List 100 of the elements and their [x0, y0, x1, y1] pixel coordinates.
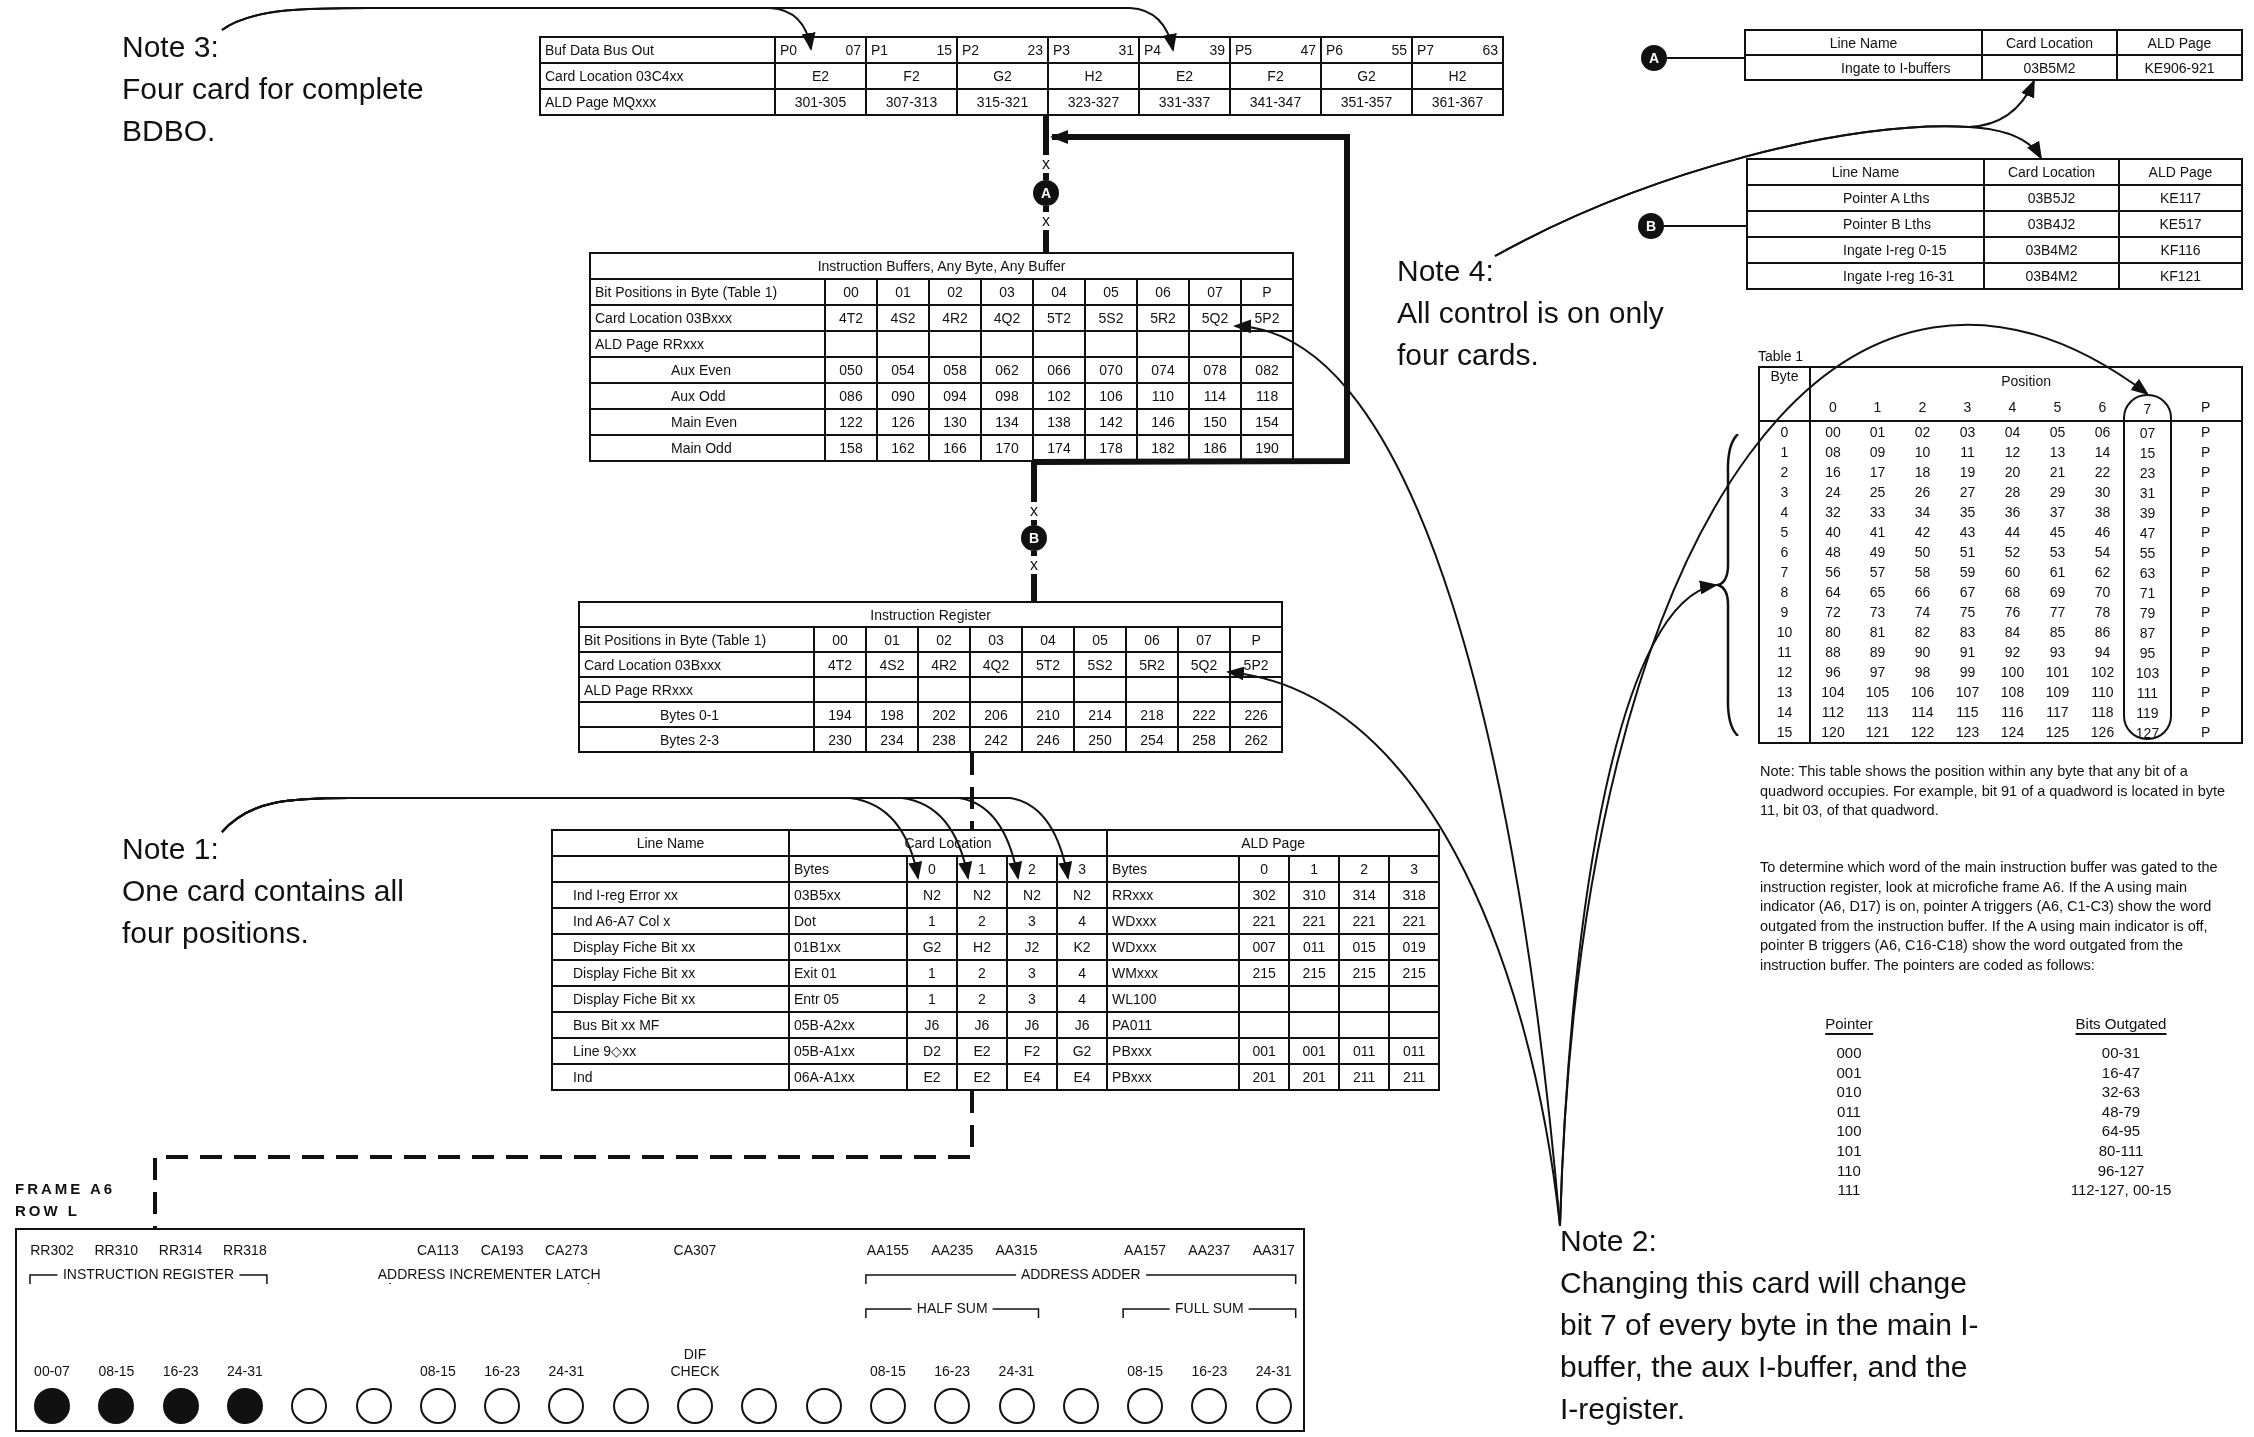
table-cell: J6: [1007, 1012, 1057, 1038]
table-cell: 242: [970, 727, 1022, 752]
table-entry: 103: [2135, 665, 2160, 681]
table-cell: 142: [1085, 409, 1137, 435]
table-cell: P: [1230, 627, 1283, 652]
table-entry: 25: [1868, 483, 1887, 502]
table-cell: 5T2: [1022, 652, 1074, 677]
table-cell: Aux Even: [590, 357, 825, 383]
lamp-label: 08-15: [418, 1363, 457, 1380]
table-cell: 314: [1339, 882, 1390, 908]
table-entry: 115: [1955, 703, 1980, 722]
cross-mark: x: [1028, 502, 1040, 520]
table-entry: 108: [1999, 683, 2026, 702]
table-cell: 05: [1074, 627, 1126, 652]
table-entry: 82: [1913, 623, 1932, 642]
table-entry: 27: [1958, 483, 1977, 502]
table-cell: 226: [1230, 702, 1283, 727]
table-cell: 02: [929, 279, 981, 305]
table-entry: 104: [1810, 682, 1855, 702]
table-entry: 52: [2003, 543, 2022, 562]
table-entry: 34: [1913, 503, 1932, 522]
line-code: AA235: [931, 1242, 974, 1259]
line-code: AA157: [1124, 1242, 1167, 1259]
table-cell: 07: [1189, 279, 1241, 305]
table-cell: 011: [1339, 1038, 1390, 1064]
table-cell: Bit Positions in Byte (Table 1): [579, 627, 814, 652]
table-entry: 85: [2048, 623, 2067, 642]
table-cell: 06: [1126, 627, 1178, 652]
table-cell: 2: [1007, 856, 1057, 882]
table-entry: P: [2170, 662, 2243, 682]
table-cell: N2: [957, 882, 1007, 908]
table-cell: 211: [1389, 1064, 1440, 1090]
table-cell: 2: [1339, 856, 1390, 882]
table-cell: WDxxx: [1107, 908, 1240, 934]
table-entry: 2: [1900, 394, 1945, 421]
table-entry: 9: [1759, 602, 1810, 622]
cross-mark: x: [1040, 212, 1052, 230]
note-text: All control is on only four cards.: [1397, 295, 1665, 373]
table-entry: Position: [1810, 367, 2243, 394]
table-cell: 1: [1289, 856, 1340, 882]
table-entry: 124: [1990, 722, 2035, 743]
bit-number: 63: [1482, 42, 1498, 58]
table-cell: KE517: [2119, 211, 2242, 237]
table-cell: 05B-A2xx: [789, 1012, 907, 1038]
table-cell: Display Fiche Bit xx: [552, 986, 789, 1012]
table-entry: 13: [2048, 443, 2067, 462]
table-entry: P: [2170, 482, 2243, 502]
table-cell: KE117: [2119, 185, 2242, 211]
table-entry: 36: [2003, 503, 2022, 522]
table-entry: 15: [2139, 445, 2156, 461]
table-entry: 46: [2093, 523, 2112, 542]
table-entry: 7: [1759, 562, 1810, 582]
table-cell: 218: [1126, 702, 1178, 727]
table-cell: Ind A6-A7 Col x: [552, 908, 789, 934]
table-entry: 42: [1913, 523, 1932, 542]
table-cell: 00: [825, 279, 877, 305]
bus-label: P6: [1326, 42, 1344, 58]
connector-line: [1031, 462, 1037, 525]
table-entry: 24: [1810, 482, 1855, 502]
table-cell: 4S2: [877, 305, 929, 331]
table-entry: P: [2170, 462, 2243, 482]
table-value: 111: [1837, 1180, 1861, 1200]
indicator-lamp: [741, 1388, 778, 1424]
table-cell: E2: [1139, 63, 1230, 89]
table-entry: 09: [1868, 443, 1887, 462]
table-cell: E2: [907, 1064, 957, 1090]
table-cell: 170: [981, 435, 1033, 461]
table-entry: 94: [2093, 643, 2112, 662]
table-entry: 35: [1958, 503, 1977, 522]
column-heading: Pointer: [1825, 1014, 1873, 1035]
table-entry: 110: [2090, 683, 2115, 702]
table-cell: 214: [1074, 702, 1126, 727]
table-cell: 138: [1033, 409, 1085, 435]
table-entry: 31: [2139, 485, 2156, 501]
line-code: AA155: [866, 1242, 909, 1259]
table-cell: Main Even: [590, 409, 825, 435]
table-entry: 91: [1958, 643, 1977, 662]
table-cell: 178: [1085, 435, 1137, 461]
table-cell: H2: [957, 934, 1007, 960]
table-entry: P: [2170, 702, 2243, 722]
table-entry: 48: [1810, 542, 1855, 562]
bit-number: 15: [936, 42, 952, 58]
lamp-label: 00-07: [33, 1363, 71, 1380]
table-entry: 4: [1990, 394, 2035, 421]
table-entry: 51: [1958, 543, 1977, 562]
table-cell: 001: [1289, 1038, 1340, 1064]
table-cell: 066: [1033, 357, 1085, 383]
table-entry: 72: [1810, 602, 1855, 622]
table-value: 112-127, 00-15: [2070, 1180, 2172, 1200]
table-cell: F2: [1007, 1038, 1057, 1064]
line-code: CA193: [480, 1242, 524, 1259]
table-cell: 4: [1057, 986, 1108, 1012]
table-entry: 06: [2080, 421, 2125, 442]
table-cell: 162: [877, 435, 929, 461]
table-cell: 302: [1239, 882, 1290, 908]
table-entry: 18: [1913, 463, 1932, 482]
table-value: 110: [1837, 1160, 1861, 1180]
lamp-label: 24-31: [226, 1363, 264, 1380]
table-cell: Card Location 03C4xx: [540, 63, 775, 89]
table-entry: 74: [1913, 603, 1932, 622]
